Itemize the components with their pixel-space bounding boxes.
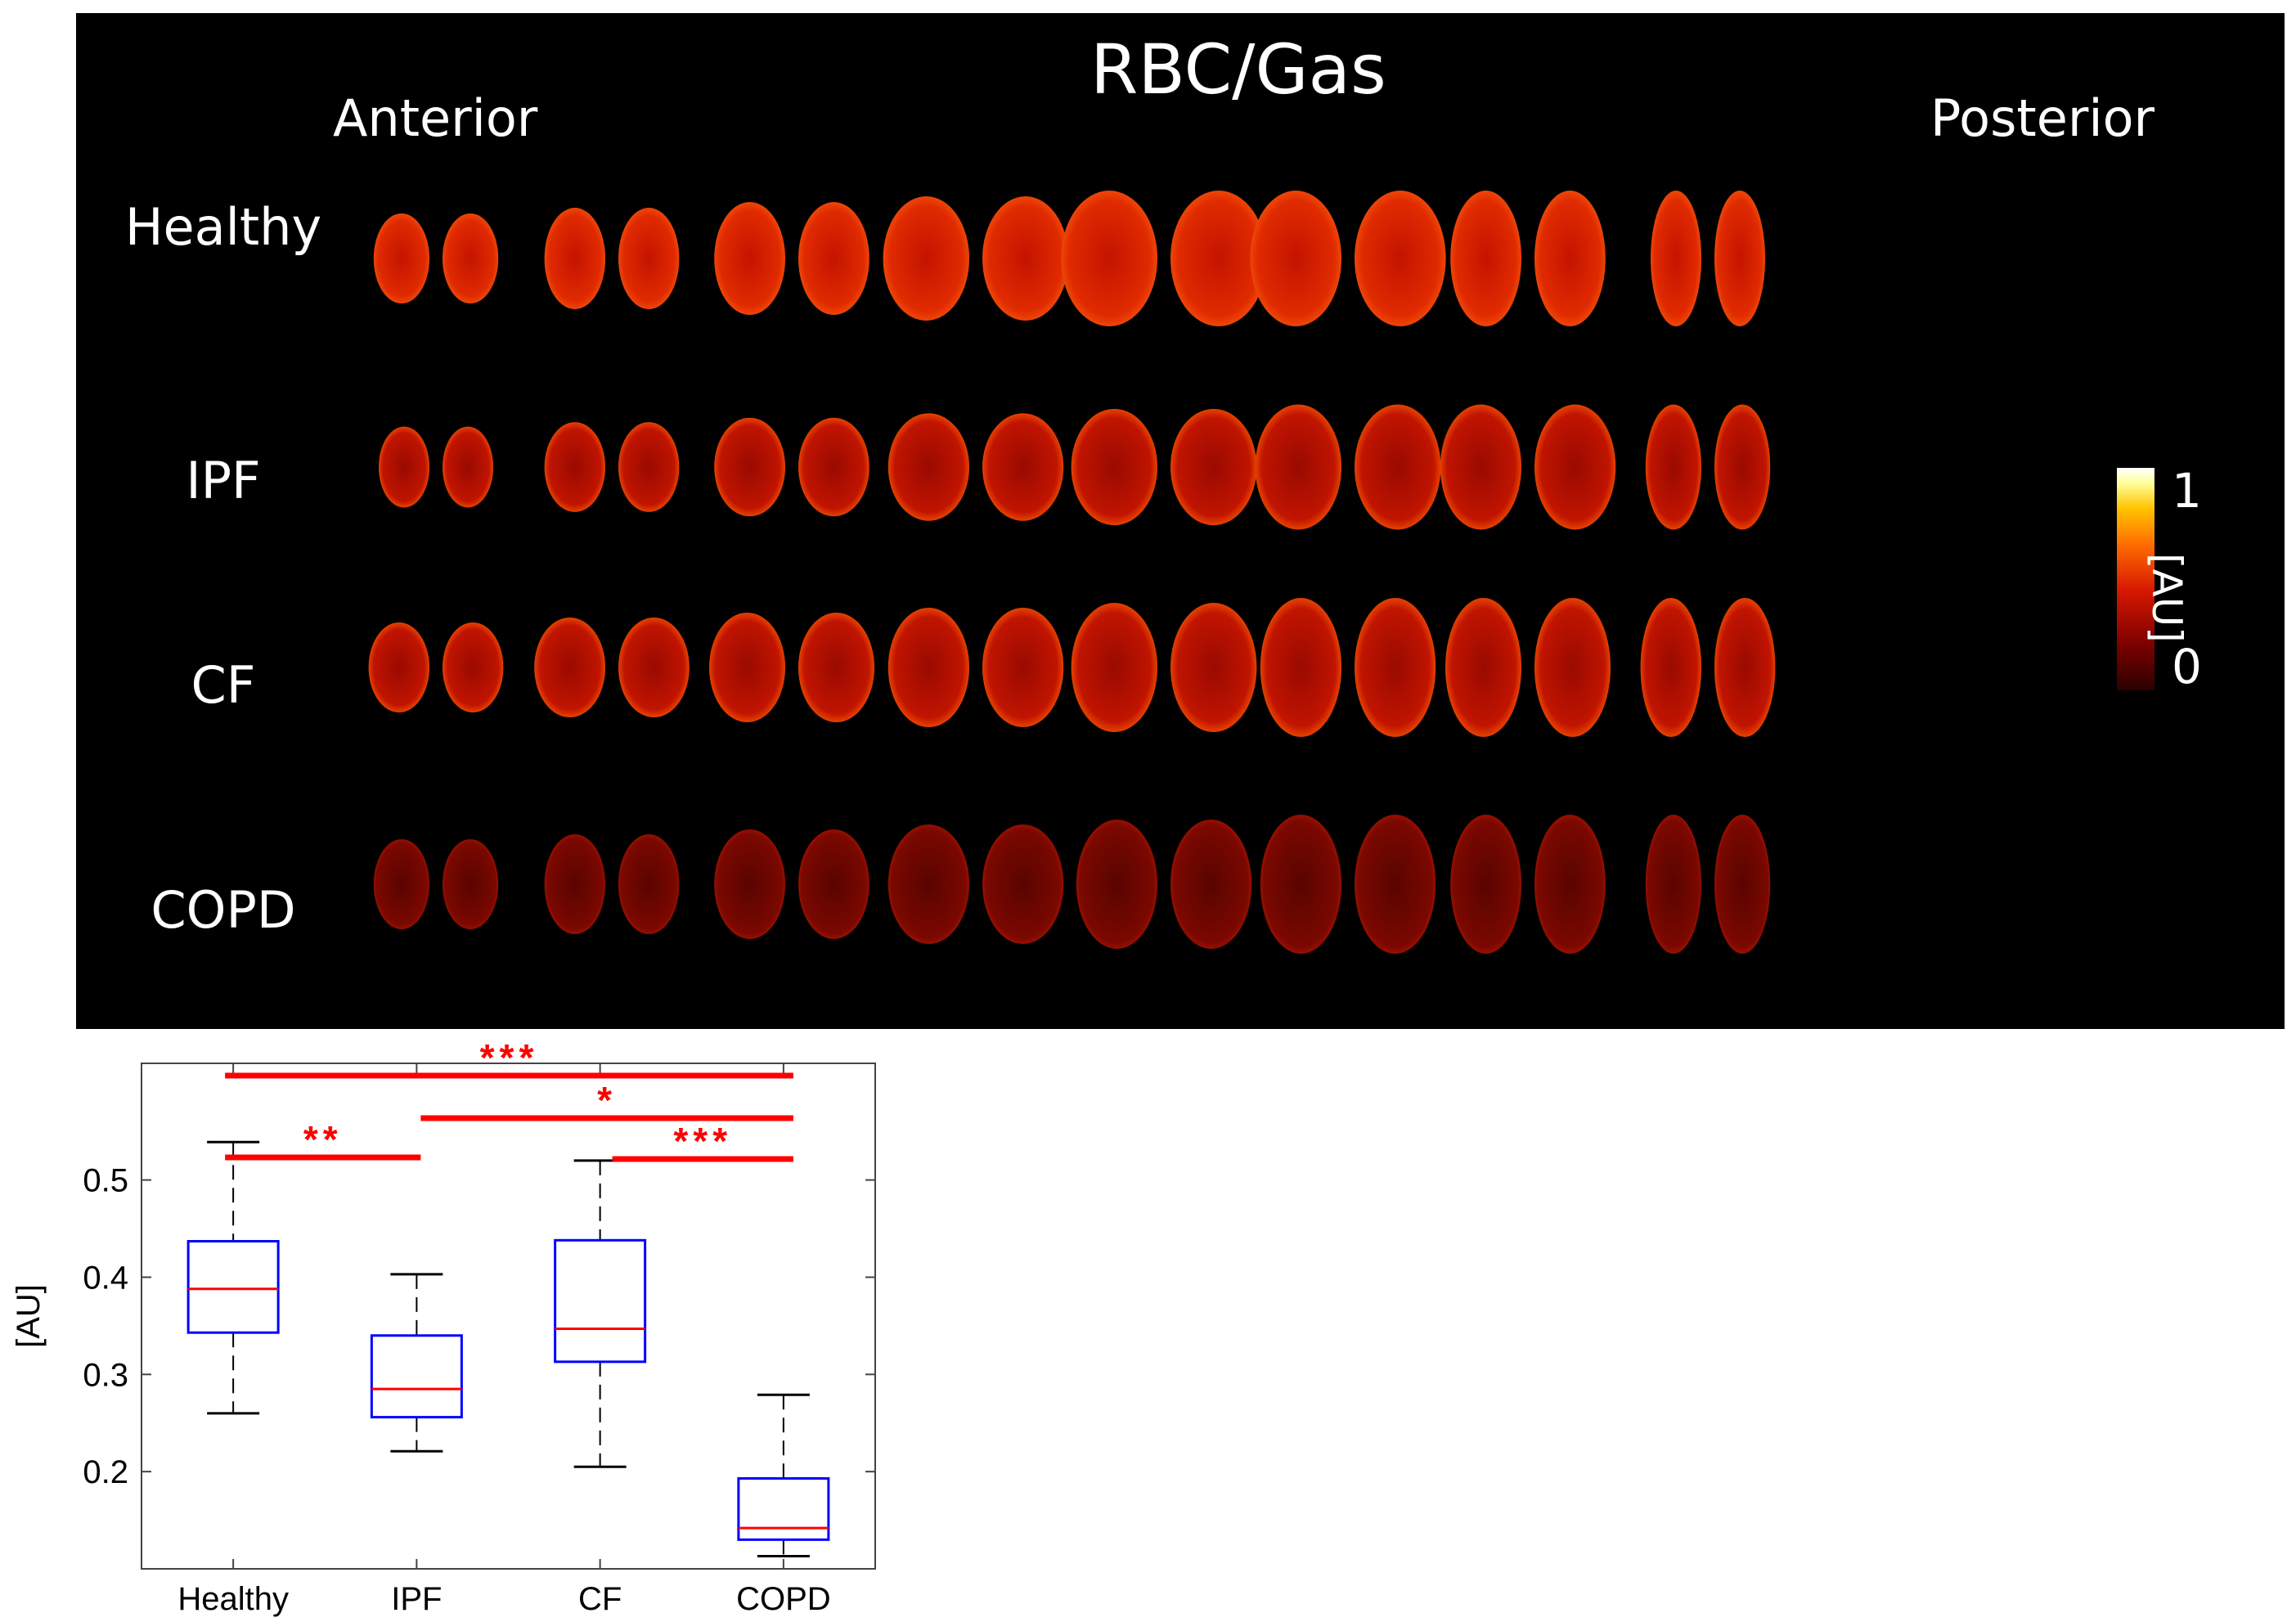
- lung-slice-copd-7-left: [1534, 815, 1606, 954]
- box-healthy: [186, 1239, 280, 1334]
- x-tick-label: CF: [578, 1581, 622, 1617]
- box-ipf: [370, 1334, 463, 1419]
- y-tick-label: 0.4: [83, 1260, 128, 1296]
- lung-slice-ipf-4-right: [887, 413, 969, 521]
- lung-slice-cf-6-right: [1260, 598, 1341, 737]
- y-axis-label: [AU]: [11, 1284, 47, 1348]
- posterior-label: Posterior: [1930, 88, 2155, 148]
- lung-slices-grid: [368, 191, 1776, 954]
- x-tick-label: IPF: [391, 1581, 442, 1617]
- lung-image-panel: RBC/Gas Anterior Posterior Healthy IPF C…: [76, 13, 2285, 1029]
- lung-slice-healthy-3-right: [714, 202, 785, 315]
- colorbar: [2117, 468, 2154, 690]
- lung-slice-copd-1-left: [443, 839, 499, 929]
- row-label-cf: CF: [191, 655, 256, 715]
- significance-label: *: [597, 1079, 617, 1121]
- lung-slice-healthy-4-right: [883, 196, 969, 321]
- x-tick-label: Healthy: [177, 1581, 289, 1617]
- lung-slice-healthy-8-right: [1651, 191, 1701, 326]
- lung-slice-cf-3-right: [709, 613, 785, 722]
- lung-slice-cf-7-right: [1445, 598, 1521, 737]
- lung-slice-ipf-3-right: [714, 417, 785, 517]
- lung-slice-cf-8-right: [1640, 598, 1701, 737]
- row-label-healthy: Healthy: [124, 197, 322, 257]
- plot-frame: [141, 1063, 876, 1570]
- lung-slice-cf-5-left: [1170, 603, 1257, 732]
- lung-slice-cf-1-left: [443, 622, 504, 712]
- lung-slice-ipf-4-left: [982, 413, 1064, 521]
- lung-slice-ipf-6-left: [1355, 404, 1441, 530]
- lung-slice-ipf-6-right: [1255, 404, 1342, 530]
- lung-slice-healthy-1-right: [373, 213, 429, 303]
- lung-slice-ipf-2-left: [618, 422, 680, 512]
- colorbar-unit-label: [AU]: [2143, 553, 2190, 643]
- colorbar-min-label: 0: [2172, 639, 2202, 694]
- lung-slice-ipf-7-right: [1440, 404, 1521, 530]
- lung-slice-cf-1-right: [368, 622, 429, 712]
- lung-slice-copd-4-right: [887, 824, 969, 944]
- lung-slice-healthy-5-left: [1170, 191, 1267, 326]
- x-tick-label: COPD: [736, 1581, 831, 1617]
- lung-slice-cf-4-right: [887, 608, 969, 727]
- lung-slice-healthy-1-left: [443, 213, 499, 303]
- lung-slice-copd-4-left: [982, 824, 1064, 944]
- lung-slice-healthy-4-left: [982, 196, 1069, 321]
- lung-slice-ipf-8-left: [1714, 404, 1771, 530]
- lung-slice-copd-7-right: [1450, 815, 1521, 954]
- row-label-ipf: IPF: [186, 451, 261, 510]
- lung-slice-copd-3-left: [798, 829, 869, 939]
- lung-slice-cf-5-right: [1071, 603, 1158, 732]
- box-cf: [554, 1238, 647, 1364]
- colorbar-max-label: 1: [2172, 463, 2202, 519]
- lung-slice-copd-5-right: [1076, 820, 1157, 949]
- lung-slice-ipf-3-left: [798, 417, 869, 517]
- box-copd: [737, 1476, 830, 1541]
- lung-slice-copd-8-left: [1714, 815, 1771, 954]
- lung-slice-healthy-7-left: [1534, 191, 1606, 326]
- significance-label: ***: [673, 1120, 732, 1162]
- lung-slice-copd-8-right: [1645, 815, 1701, 954]
- significance-label: **: [303, 1118, 343, 1161]
- lung-slice-cf-2-right: [534, 618, 605, 717]
- lung-slice-ipf-5-right: [1071, 408, 1158, 526]
- lung-slice-copd-3-right: [714, 829, 785, 939]
- lung-slice-copd-6-left: [1355, 815, 1436, 954]
- lung-slice-cf-8-left: [1714, 598, 1776, 737]
- lung-slice-copd-5-left: [1170, 820, 1252, 949]
- lung-slice-cf-2-left: [618, 618, 690, 717]
- lung-slice-ipf-7-left: [1534, 404, 1616, 530]
- panel-title: RBC/Gas: [1090, 29, 1386, 110]
- lung-slice-cf-6-left: [1355, 598, 1436, 737]
- lung-slice-healthy-2-right: [544, 208, 605, 309]
- anterior-label: Anterior: [333, 88, 538, 148]
- lung-slice-ipf-8-right: [1645, 404, 1701, 530]
- lung-slice-copd-2-right: [544, 834, 605, 934]
- lung-slice-healthy-5-right: [1061, 191, 1157, 326]
- lung-slice-healthy-8-left: [1714, 191, 1765, 326]
- lung-slice-healthy-6-right: [1250, 191, 1341, 326]
- y-tick-label: 0.5: [83, 1163, 128, 1199]
- y-tick-label: 0.2: [83, 1454, 128, 1490]
- lung-slice-healthy-3-left: [798, 202, 869, 315]
- lung-slice-healthy-6-left: [1355, 191, 1446, 326]
- lung-slice-ipf-1-left: [443, 426, 493, 508]
- lung-slice-cf-3-left: [798, 613, 874, 722]
- lung-slice-cf-7-left: [1534, 598, 1611, 737]
- lung-slice-ipf-1-right: [379, 426, 429, 508]
- lung-slice-copd-1-right: [373, 839, 429, 929]
- row-label-copd: COPD: [151, 880, 296, 940]
- y-tick-label: 0.3: [83, 1357, 128, 1393]
- significance-label: ***: [480, 1039, 539, 1079]
- lung-slice-cf-4-left: [982, 608, 1064, 727]
- lung-slice-copd-2-left: [618, 834, 680, 934]
- lung-slice-copd-6-right: [1260, 815, 1341, 954]
- lung-slice-ipf-5-left: [1170, 408, 1257, 526]
- lung-slice-ipf-2-right: [544, 422, 605, 512]
- lung-slice-healthy-2-left: [618, 208, 680, 309]
- lung-slice-healthy-7-right: [1450, 191, 1521, 326]
